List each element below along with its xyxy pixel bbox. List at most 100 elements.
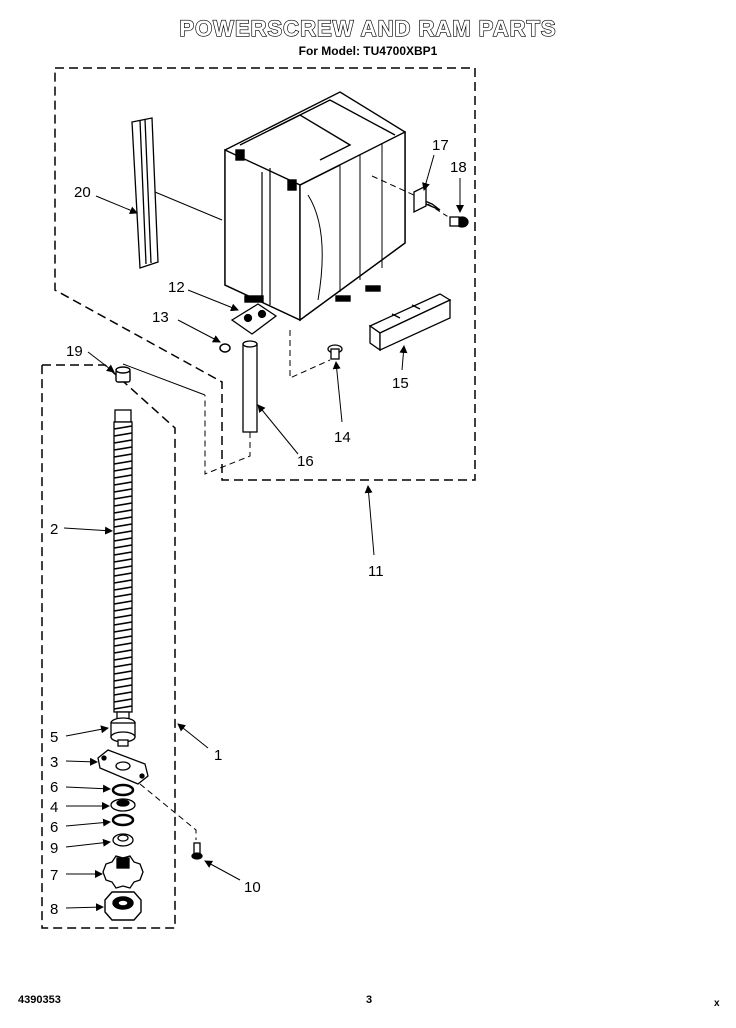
callout-19: 19 (66, 343, 83, 360)
callout-17: 17 (432, 137, 449, 154)
side-rail (131, 117, 159, 269)
callout-labels: 20 12 13 19 17 18 15 14 16 11 2 1 5 3 6 … (50, 137, 467, 918)
screw-thread (113, 544, 133, 549)
plate-screw-guide-line (139, 783, 197, 840)
leader-6a (65, 784, 111, 793)
screw-thread (113, 572, 133, 577)
bracket-17-guide-line (371, 175, 417, 197)
screw-thread (113, 432, 133, 437)
callout-13: 13 (152, 309, 169, 326)
leader-8 (65, 903, 104, 912)
leader-19 (87, 351, 115, 373)
corner-mark: x (714, 998, 720, 1009)
callout-6a: 6 (50, 779, 58, 796)
screw-thread (113, 460, 133, 465)
screw-thread (113, 425, 133, 430)
callout-3: 3 (50, 754, 58, 771)
side-rail-mount-line (154, 191, 223, 221)
screw-thread (113, 467, 133, 472)
callout-11: 11 (368, 563, 384, 580)
screw-thread (113, 691, 133, 696)
screw-thread (113, 446, 133, 451)
callout-4: 4 (50, 799, 58, 816)
spacer-9 (112, 833, 134, 847)
leader-11 (364, 485, 375, 556)
screw-thread (113, 439, 133, 444)
leader-15 (399, 345, 408, 371)
washer-6-lower (111, 813, 135, 827)
bearing-plate (97, 749, 149, 785)
screw-thread (113, 453, 133, 458)
screw-thread (113, 551, 133, 556)
screw-thread (113, 642, 133, 647)
leader-13 (177, 319, 221, 343)
leader-9 (65, 838, 111, 848)
leader-12 (187, 289, 239, 312)
leader-14 (332, 361, 343, 423)
callout-12: 12 (168, 279, 185, 296)
ram-assembly-boundary (54, 67, 476, 481)
screw-thread (113, 705, 133, 710)
screw-thread (113, 495, 133, 500)
washer-13 (219, 343, 231, 353)
screw-thread (113, 481, 133, 486)
screw-cap (115, 366, 131, 383)
screw-thread (113, 635, 133, 640)
screw-thread (113, 607, 133, 612)
screw-18-guide-line (427, 203, 451, 219)
screw-thread (113, 586, 133, 591)
screw-thread (113, 474, 133, 479)
screw-thread (113, 600, 133, 605)
callout-9: 9 (50, 840, 58, 857)
model-subtitle: For Model: TU4700XBP1 (298, 44, 438, 58)
screw-thread (113, 621, 133, 626)
screw-thread (113, 537, 133, 542)
screw-14-guide-line (289, 330, 331, 379)
powerscrew (113, 409, 133, 723)
screw-thread (113, 516, 133, 521)
screw-18 (449, 216, 469, 228)
page-number: 3 (366, 994, 373, 1006)
screw-thread (113, 523, 133, 528)
screw-thread (113, 565, 133, 570)
screw-thread (113, 509, 133, 514)
thrust-nut (110, 717, 136, 747)
screw-thread (113, 684, 133, 689)
screw-thread (113, 698, 133, 703)
callout-10: 10 (244, 879, 261, 896)
powerscrew-bracket (230, 303, 278, 335)
spacer-tube-guide-line (204, 395, 251, 475)
callout-5: 5 (50, 729, 58, 746)
screw-thread (113, 663, 133, 668)
page-title: POWERSCREW AND RAM PARTS (179, 15, 557, 41)
leader-16 (257, 404, 299, 455)
screw-thread (113, 677, 133, 682)
leader-17 (422, 154, 435, 191)
screw-thread (113, 530, 133, 535)
cap-guide-line (122, 363, 206, 396)
screw-thread (113, 558, 133, 563)
callout-8: 8 (50, 901, 58, 918)
callout-18: 18 (450, 159, 467, 176)
leader-arrows (63, 154, 464, 912)
ram-body (224, 91, 406, 322)
callout-2: 2 (50, 521, 58, 538)
leader-20 (95, 195, 138, 215)
screw-thread (113, 593, 133, 598)
screw-14 (327, 344, 343, 360)
leader-6b (65, 818, 111, 827)
leader-5 (65, 725, 109, 737)
powerscrew-assembly-boundary (41, 364, 176, 929)
washer-6-upper (111, 783, 135, 797)
leader-1 (177, 723, 209, 749)
screw-thread (113, 488, 133, 493)
screw-thread (113, 649, 133, 654)
document-number: 4390353 (18, 994, 61, 1006)
drive-sprocket (102, 855, 144, 889)
callout-1: 1 (214, 747, 222, 764)
screw-thread (113, 614, 133, 619)
callout-16: 16 (297, 453, 314, 470)
screw-thread (113, 670, 133, 675)
callout-6b: 6 (50, 819, 58, 836)
